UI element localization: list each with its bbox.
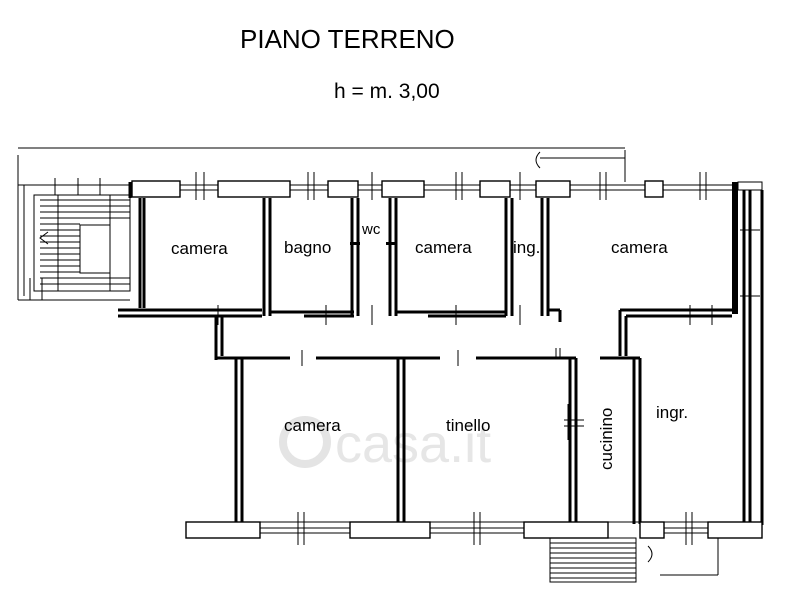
window-7 (644, 180, 664, 198)
watermark-logo-icon (279, 416, 331, 468)
window-2 (217, 180, 291, 198)
upper-rooms-walls (118, 198, 732, 356)
window-b2 (349, 521, 431, 539)
window-b4 (639, 521, 665, 539)
window-4 (381, 180, 425, 198)
top-boundary (17, 147, 626, 300)
room-label-camera-3: camera (611, 238, 668, 257)
room-label-wc: wc (361, 221, 381, 238)
corridor (214, 316, 640, 366)
room-label-camera-2: camera (415, 238, 472, 257)
height-note: h = m. 3,00 (334, 80, 440, 103)
watermark-text: casa.it (335, 414, 491, 474)
room-label-bagno: bagno (284, 238, 331, 257)
room-label-camera-1: camera (171, 239, 228, 258)
top-wall (128, 172, 764, 525)
room-label-tinello: tinello (446, 416, 490, 435)
room-label-ing: ing. (513, 238, 540, 257)
bottom-wall (185, 512, 763, 545)
window-b3 (523, 521, 609, 539)
entrance-steps (549, 537, 719, 583)
window-b5 (707, 521, 763, 539)
room-label-ingr: ingr. (656, 403, 688, 422)
window-5 (479, 180, 511, 198)
room-label-camera-4: camera (284, 416, 341, 435)
room-label-cucinino: cucinino (597, 408, 616, 470)
window-3 (327, 180, 359, 198)
watermark: casa.it (279, 414, 491, 474)
lower-rooms-walls (234, 190, 760, 524)
window-6 (535, 180, 571, 198)
plan-title: PIANO TERRENO (240, 24, 455, 54)
window-b1 (185, 521, 261, 539)
staircase-top-left (18, 178, 131, 301)
window-1 (131, 180, 181, 198)
